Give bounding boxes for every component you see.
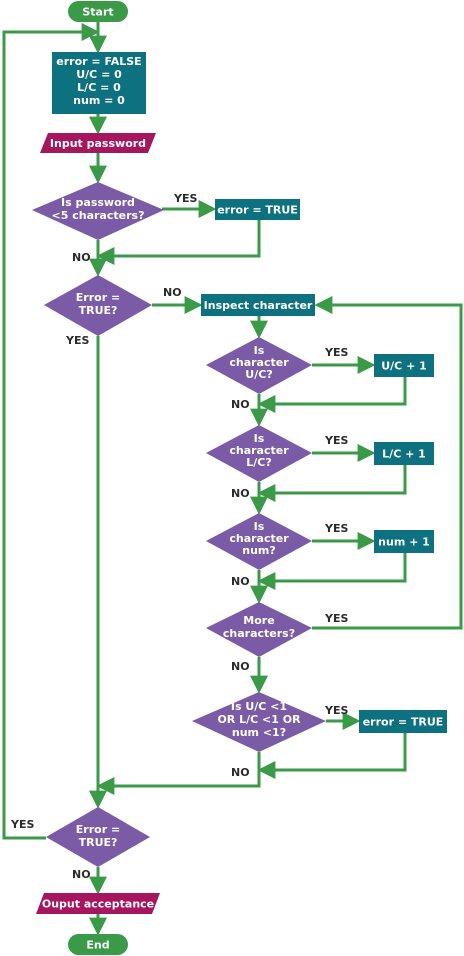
error-true-process-2: error = TRUE [359, 710, 447, 733]
edge-lc-return [257, 465, 407, 502]
output-acceptance-io: Ouput acceptance [36, 893, 160, 914]
is-lc-line-3: L/C? [246, 456, 271, 469]
counts-check-line-2: OR L/C <1 OR [217, 713, 301, 726]
counts-check-decision: Is U/C <1 OR L/C <1 OR num <1? [192, 692, 326, 752]
edge-uc-return [257, 377, 407, 413]
input-password-label: Input password [50, 137, 146, 150]
is-uc-line-3: U/C? [245, 368, 272, 381]
label-yes-error-check-2: YES [10, 818, 34, 831]
more-characters-line-2: characters? [223, 627, 295, 640]
init-line-4: num = 0 [73, 94, 125, 107]
uc-increment-label: U/C + 1 [381, 360, 427, 373]
label-no-uc: NO [231, 398, 250, 411]
init-line-2: U/C = 0 [76, 68, 122, 81]
start-label: Start [82, 6, 113, 19]
label-no-more: NO [231, 660, 250, 673]
is-uc-decision: Is character U/C? [206, 337, 312, 394]
label-yes-check-length: YES [173, 192, 197, 205]
is-num-decision: Is character num? [206, 513, 312, 570]
error-true-process-1: error = TRUE [215, 199, 300, 220]
edge-more-yes [312, 296, 463, 630]
edge-error1-return [96, 220, 261, 265]
error-true-2-label: error = TRUE [363, 716, 444, 729]
error-check-1-line-2: TRUE? [79, 304, 118, 317]
init-process: error = FALSE U/C = 0 L/C = 0 num = 0 [52, 52, 146, 114]
is-lc-decision: Is character L/C? [206, 425, 312, 482]
input-password-io: Input password [40, 133, 156, 153]
check-length-decision: Is password <5 characters? [32, 182, 164, 240]
is-num-line-2: character [229, 532, 289, 545]
label-yes-lc: YES [324, 434, 348, 447]
error-check-1-line-1: Error = [76, 291, 120, 304]
is-num-line-3: num? [242, 544, 276, 557]
check-length-line-1: Is password [61, 196, 135, 209]
edge-error2-return [257, 733, 407, 779]
counts-check-line-1: Is U/C <1 [231, 700, 287, 713]
label-yes-num: YES [324, 522, 348, 535]
end-label: End [86, 939, 109, 952]
is-lc-line-1: Is [254, 432, 265, 445]
edge-num-return [257, 553, 407, 590]
end-terminal: End [68, 934, 128, 955]
more-characters-decision: More characters? [206, 602, 312, 657]
edge-counts-no [96, 752, 261, 795]
label-yes-error-check-1: YES [65, 334, 89, 347]
label-yes-more: YES [324, 612, 348, 625]
label-yes-uc: YES [324, 346, 348, 359]
num-increment-label: num + 1 [378, 536, 430, 549]
label-no-lc: NO [231, 487, 250, 500]
inspect-character-process: Inspect character [201, 294, 315, 316]
edge-labels: YES NO NO YES YES NO YES NO YES NO YES N… [10, 192, 348, 881]
uc-increment-process: U/C + 1 [374, 354, 434, 377]
label-no-error-check-2: NO [72, 868, 91, 881]
label-yes-counts: YES [324, 704, 348, 717]
error-check-2-line-2: TRUE? [79, 836, 118, 849]
error-check-2-line-1: Error = [76, 823, 120, 836]
init-line-3: L/C = 0 [77, 81, 121, 94]
init-line-1: error = FALSE [56, 55, 141, 68]
is-uc-line-2: character [229, 356, 289, 369]
lc-increment-process: L/C + 1 [374, 442, 434, 465]
is-uc-line-1: Is [254, 344, 265, 357]
label-no-check-length: NO [72, 251, 91, 264]
label-no-error-check-1: NO [163, 286, 182, 299]
output-acceptance-label: Ouput acceptance [42, 898, 154, 911]
error-check-decision-2: Error = TRUE? [46, 807, 150, 867]
is-lc-line-2: character [229, 444, 289, 457]
is-num-line-1: Is [254, 520, 265, 533]
label-no-counts: NO [231, 766, 250, 779]
check-length-line-2: <5 characters? [52, 209, 145, 222]
label-no-num: NO [231, 575, 250, 588]
edge-errorcheck2-yes [2, 23, 100, 840]
error-true-1-label: error = TRUE [217, 204, 298, 217]
lc-increment-label: L/C + 1 [382, 448, 426, 461]
start-terminal: Start [68, 1, 128, 22]
counts-check-line-3: num <1? [232, 726, 286, 739]
more-characters-line-1: More [243, 614, 274, 627]
inspect-character-label: Inspect character [204, 299, 313, 312]
num-increment-process: num + 1 [374, 530, 434, 553]
error-check-decision-1: Error = TRUE? [44, 275, 152, 336]
flow-edges [2, 22, 463, 936]
